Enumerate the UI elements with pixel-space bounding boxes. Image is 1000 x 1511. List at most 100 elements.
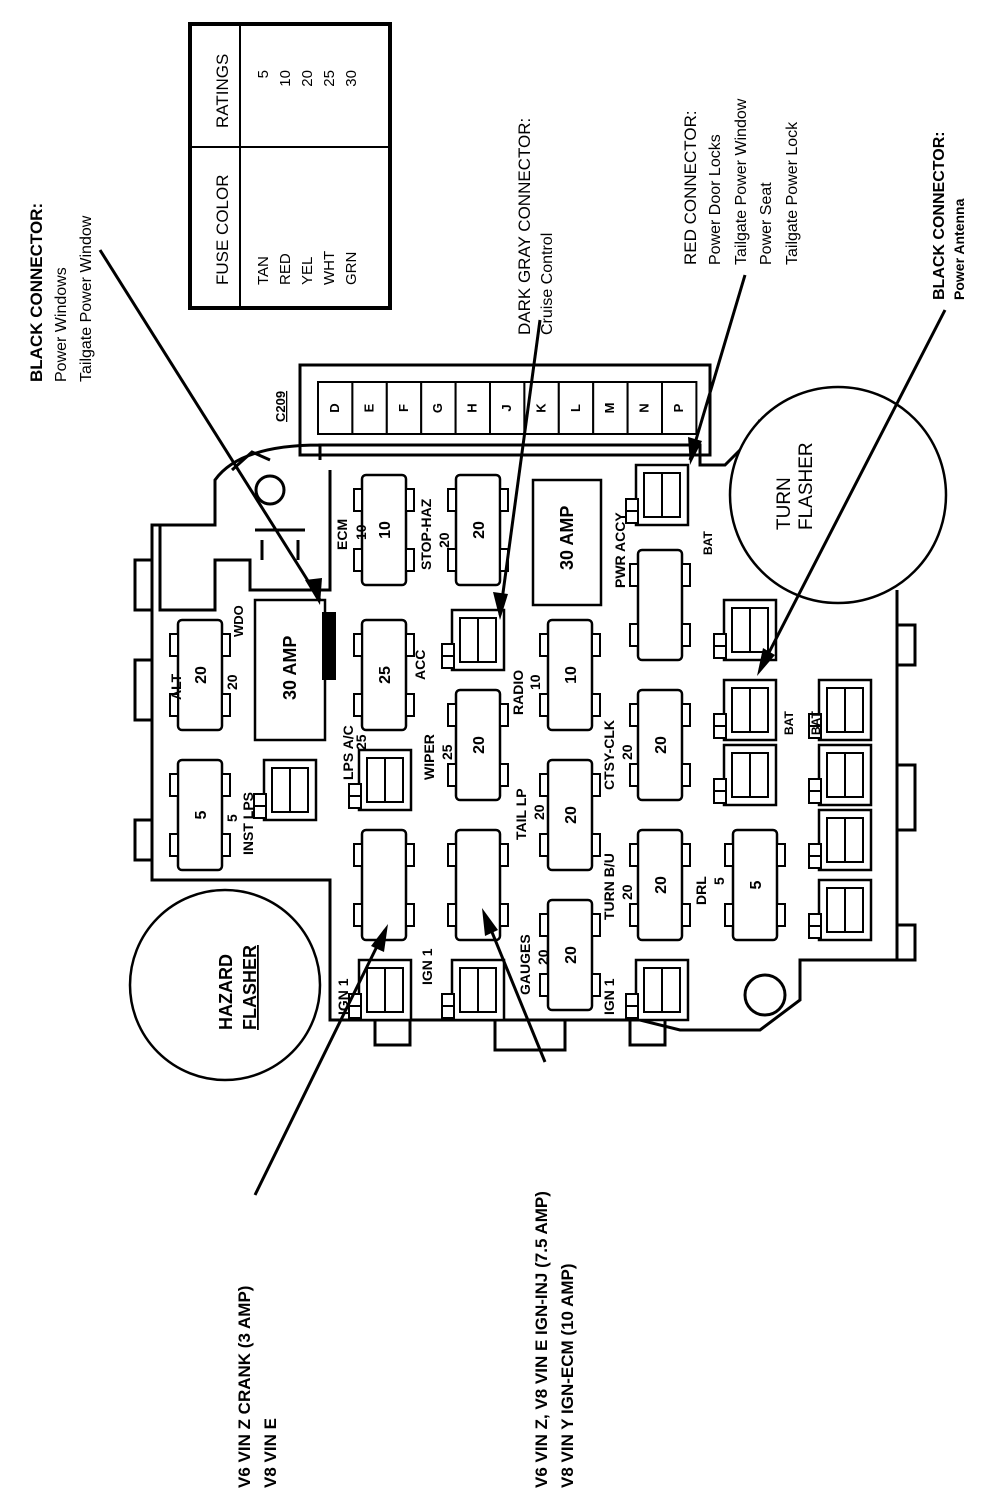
fuse-name-inst-lps: INST LPS xyxy=(240,792,256,855)
relay-upper[interactable] xyxy=(713,598,778,662)
connector-pin: P xyxy=(661,381,698,435)
fuse-ctsy-clk[interactable]: 20 xyxy=(629,688,691,802)
callout-line: Tailgate Power Window xyxy=(78,215,95,382)
fuse-name-bat-c: BAT xyxy=(809,711,823,735)
leader-black-connector-windows xyxy=(98,249,322,601)
connector-pin: L xyxy=(557,381,595,435)
fuse-rating-stop-haz: 20 xyxy=(436,532,452,548)
callout-line: Power Door Locks xyxy=(707,134,724,265)
fuse-drl[interactable]: 5 xyxy=(724,828,786,942)
callout-title: DARK GRAY CONNECTOR: xyxy=(515,118,534,335)
legend-color: YEL xyxy=(299,257,316,285)
fuse-rating-gauges: 20 xyxy=(535,949,551,965)
connector-pin: G xyxy=(420,381,457,435)
legend-rating: 30 xyxy=(343,70,360,87)
relay-red-connector[interactable] xyxy=(625,463,690,527)
flasher-label: FLASHER xyxy=(796,442,817,530)
fuse-lps-ac[interactable]: 25 xyxy=(353,618,415,732)
fuse-value: 20 xyxy=(563,806,580,824)
fuse-name-pwr-accy: PWR ACCY xyxy=(612,512,628,588)
callout-title: BLACK CONNECTOR: xyxy=(27,203,46,382)
fuse-value: 20 xyxy=(563,946,580,964)
leader-lines xyxy=(98,249,947,1196)
fuse-ign-inj[interactable] xyxy=(447,828,509,942)
relay-inst-lps[interactable] xyxy=(253,758,318,822)
pin-letter: L xyxy=(568,404,583,412)
relay-ign1-a[interactable] xyxy=(348,958,413,1022)
fuse-name-lps-ac: LPS A/C xyxy=(340,725,356,780)
fuse-rating-alt: 20 xyxy=(224,674,240,690)
relay-right-4[interactable] xyxy=(808,878,873,942)
relay-right-2[interactable] xyxy=(808,743,873,807)
callout-dark-gray-connector: DARK GRAY CONNECTOR: Cruise Control xyxy=(515,118,556,335)
black-connector-plug xyxy=(322,612,336,680)
fuse-rating-inst-lps: 5 xyxy=(224,814,240,822)
connector-pin: D xyxy=(317,381,354,435)
legend-rating: 10 xyxy=(277,70,294,87)
fuse-name-ctsy-clk: CTSY-CLK xyxy=(601,720,617,790)
fuse-value: 20 xyxy=(193,666,210,684)
fuse-name-acc: ACC xyxy=(412,650,428,680)
leader-black-connector-antenna xyxy=(758,309,947,671)
fuse-name-turn-bu: TURN B/U xyxy=(601,853,617,920)
leader-ign-inj xyxy=(483,914,547,1063)
fuse-name-gauges: GAUGES xyxy=(517,934,533,995)
fuse-name-tail-lp: TAIL LP xyxy=(513,788,529,840)
relay-lps[interactable] xyxy=(348,748,413,812)
legend-rating: 25 xyxy=(321,70,338,87)
fuse-wiper[interactable]: 20 xyxy=(447,688,509,802)
flasher-label: FLASHER xyxy=(240,945,260,1030)
fuse-rating-ctsy-clk: 20 xyxy=(619,744,635,760)
fuse-name-ign1-a: IGN 1 xyxy=(335,978,351,1015)
fuse-name-bat-b: BAT xyxy=(782,711,796,735)
fuse-stop-haz[interactable]: 20 xyxy=(447,473,509,587)
relay-acc[interactable] xyxy=(441,608,506,672)
fuse-name-bat-a: BAT xyxy=(701,531,715,555)
fuse-color-legend-table: FUSE COLOR RATINGS TAN5RED10YEL20WHT25GR… xyxy=(188,22,392,310)
callout-line: V8 VIN Y IGN-ECM (10 AMP) xyxy=(558,1263,577,1488)
callout-crank: V6 VIN Z CRANK (3 AMP) V8 VIN E xyxy=(235,1286,280,1488)
fuse-tail-lp[interactable]: 20 xyxy=(539,758,601,872)
leader-dark-gray-connector xyxy=(498,319,542,616)
fuse-value: 10 xyxy=(563,666,580,684)
leader-red-connector xyxy=(688,274,747,461)
relay-antenna[interactable] xyxy=(713,678,778,742)
legend-row: WHT 25 xyxy=(321,70,338,285)
relay-mid[interactable] xyxy=(713,743,778,807)
relay-ign1-c[interactable] xyxy=(625,958,690,1022)
fuse-value: 20 xyxy=(653,736,670,754)
fuse-radio[interactable]: 10 xyxy=(539,618,601,732)
pin-letter: K xyxy=(533,403,548,413)
callout-title: BLACK CONNECTOR: xyxy=(931,131,948,300)
circuit-breaker-wdo: 30 AMP WDO xyxy=(231,598,336,742)
fuse-turn-bu[interactable]: 20 xyxy=(629,828,691,942)
callout-line: V6 VIN Z, V8 VIN E IGN-INJ (7.5 AMP) xyxy=(532,1191,551,1488)
fuse-inst-lps[interactable]: 5 xyxy=(169,758,231,872)
callout-line: Power Windows xyxy=(53,267,70,382)
relay-ign1-b[interactable] xyxy=(441,958,506,1022)
pin-letter: P xyxy=(671,403,686,412)
connector-pin: F xyxy=(385,381,423,435)
fuse-name-ign1-c: IGN 1 xyxy=(601,978,617,1015)
fuse-crank[interactable] xyxy=(353,828,415,942)
relay-right-3[interactable] xyxy=(808,808,873,872)
pin-letter: F xyxy=(396,404,411,412)
fuse-rating-radio: 10 xyxy=(527,674,543,690)
fuse-value: 5 xyxy=(748,880,765,889)
fuse-alt[interactable]: 20 xyxy=(169,618,231,732)
fuse-ecm[interactable]: 10 xyxy=(353,473,415,587)
fuse-spare[interactable] xyxy=(629,548,691,662)
relay-bat-right[interactable] xyxy=(808,678,873,742)
fuse-gauges[interactable]: 20 xyxy=(539,898,601,1012)
legend-color: WHT xyxy=(321,251,338,285)
fuse-name-ecm: ECM xyxy=(334,519,350,550)
fuse-rating-turn-bu: 20 xyxy=(619,884,635,900)
pin-letter: E xyxy=(361,403,376,412)
fuse-rating-wiper: 25 xyxy=(439,744,455,760)
fuse-name-wiper: WIPER xyxy=(421,734,437,780)
fuse-value: 20 xyxy=(653,876,670,894)
